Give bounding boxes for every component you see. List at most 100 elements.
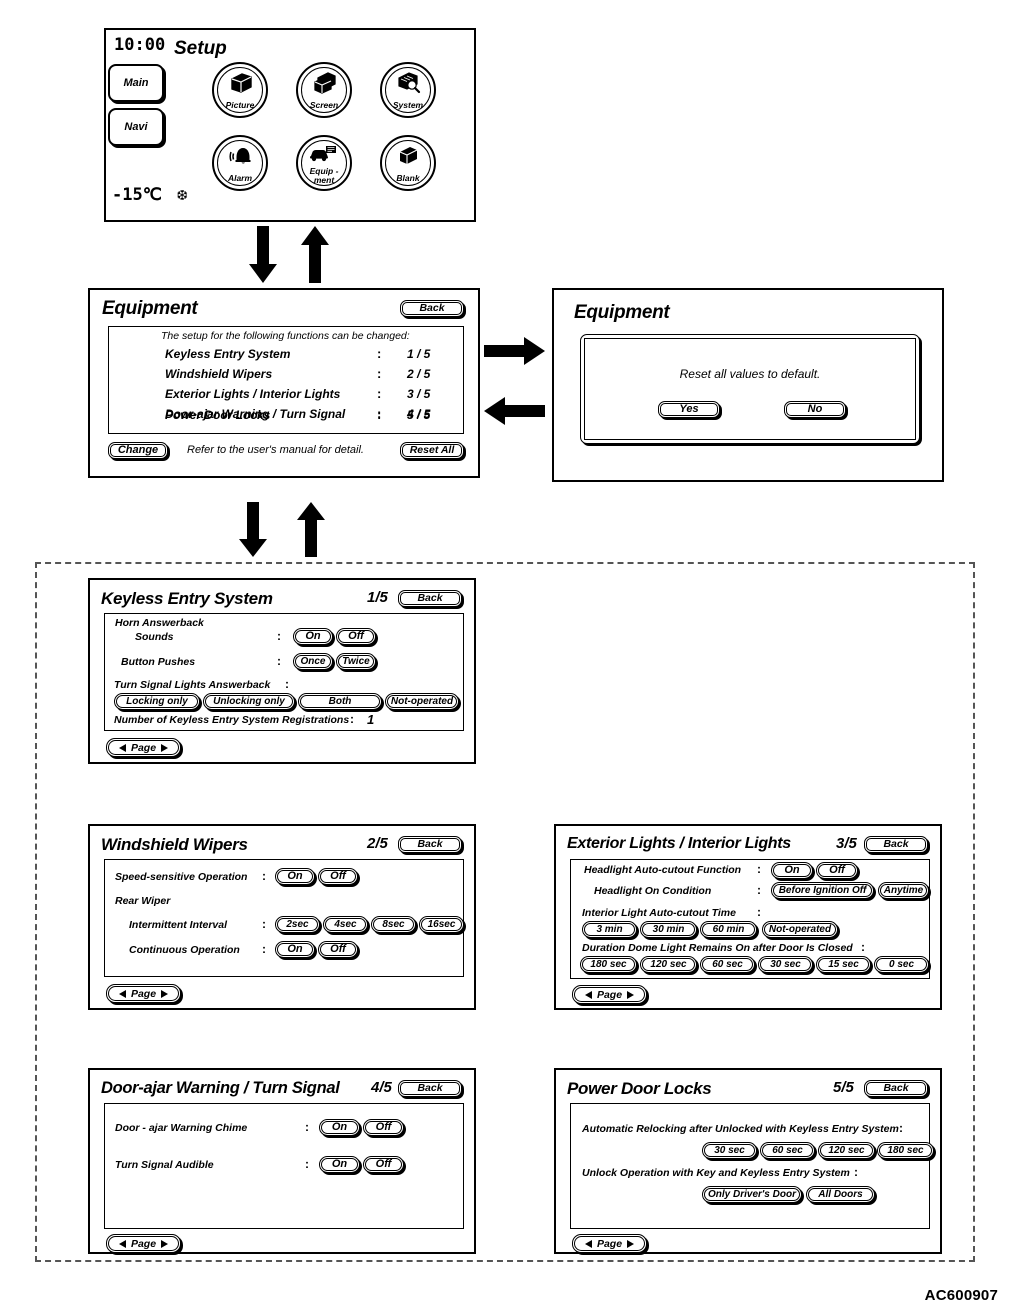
page-next-icon[interactable] bbox=[627, 990, 635, 999]
button-pushes-option-once[interactable]: Once bbox=[293, 653, 333, 670]
menu-item-equipment[interactable]: Equip - ment bbox=[296, 135, 352, 191]
relock-option-30sec[interactable]: 30 sec bbox=[702, 1142, 757, 1159]
menu-item-screen[interactable]: Screen bbox=[296, 62, 352, 118]
speed-sensitive-option-on[interactable]: On bbox=[275, 868, 315, 885]
interior-option-60min-label: 60 min bbox=[712, 923, 745, 935]
turn-signal-option-unlocking-only[interactable]: Unlocking only bbox=[203, 693, 295, 710]
keyless-content-box: Horn Answerback Sounds : On Off Button P… bbox=[104, 613, 464, 731]
interior-option-not-operated[interactable]: Not-operated bbox=[762, 921, 838, 938]
keyless-page-button[interactable]: Page bbox=[106, 738, 181, 757]
reset-yes-button[interactable]: Yes bbox=[658, 401, 720, 418]
relock-option-120sec[interactable]: 120 sec bbox=[818, 1142, 875, 1159]
headlight-option-off[interactable]: Off bbox=[816, 862, 858, 879]
turn-audible-option-off[interactable]: Off bbox=[363, 1156, 404, 1173]
wipers-page-button[interactable]: Page bbox=[106, 984, 181, 1003]
page-prev-icon[interactable] bbox=[118, 1239, 126, 1248]
button-pushes-option-twice[interactable]: Twice bbox=[336, 653, 376, 670]
menu-item-picture[interactable]: Picture bbox=[212, 62, 268, 118]
page-next-icon[interactable] bbox=[161, 1239, 169, 1248]
relock-option-180sec[interactable]: 180 sec bbox=[877, 1142, 934, 1159]
condition-option-before-ignition-off[interactable]: Before Ignition Off bbox=[771, 882, 874, 899]
menu-item-system[interactable]: System bbox=[380, 62, 436, 118]
interval-option-8sec[interactable]: 8sec bbox=[371, 916, 416, 933]
chime-option-off[interactable]: Off bbox=[363, 1119, 404, 1136]
doorlocks-page-button[interactable]: Page bbox=[572, 1234, 647, 1253]
interior-autocutout-sep: : bbox=[757, 905, 761, 919]
page-prev-icon[interactable] bbox=[118, 743, 126, 752]
reset-no-button[interactable]: No bbox=[784, 401, 846, 418]
dome-option-30sec[interactable]: 30 sec bbox=[758, 956, 813, 973]
turn-signal-option-not-operated[interactable]: Not-operated bbox=[385, 693, 459, 710]
temperature-display: -15℃ ❆ bbox=[112, 185, 187, 205]
equipment-car-icon bbox=[309, 144, 339, 167]
dome-option-60sec-label: 60 sec bbox=[712, 958, 743, 970]
sounds-label: Sounds bbox=[135, 631, 174, 643]
unlock-option-all-doors[interactable]: All Doors bbox=[806, 1186, 875, 1203]
table-row[interactable]: Windshield Wipers : 2 / 5 bbox=[109, 366, 463, 385]
sidebar-item-navi[interactable]: Navi bbox=[108, 108, 164, 146]
equipment-row-value: 2 / 5 bbox=[407, 367, 431, 381]
doorajar-back-button[interactable]: Back bbox=[398, 1080, 462, 1097]
button-pushes-label: Button Pushes bbox=[121, 656, 196, 668]
doorlocks-back-label: Back bbox=[883, 1082, 909, 1095]
dome-option-120sec[interactable]: 120 sec bbox=[640, 956, 697, 973]
turn-audible-option-on[interactable]: On bbox=[319, 1156, 360, 1173]
page-prev-icon[interactable] bbox=[118, 989, 126, 998]
continuous-option-off[interactable]: Off bbox=[318, 941, 358, 958]
doorlocks-page-label: Page bbox=[596, 1237, 623, 1250]
turn-signal-option-locking-only[interactable]: Locking only bbox=[114, 693, 200, 710]
relock-option-60sec[interactable]: 60 sec bbox=[760, 1142, 815, 1159]
chime-option-on[interactable]: On bbox=[319, 1119, 360, 1136]
turn-audible-option-on-label: On bbox=[331, 1158, 348, 1170]
doorlocks-back-button[interactable]: Back bbox=[864, 1080, 928, 1097]
unlock-option-all-doors-label: All Doors bbox=[818, 1188, 863, 1200]
doorajar-page-button[interactable]: Page bbox=[106, 1234, 181, 1253]
page-prev-icon[interactable] bbox=[584, 990, 592, 999]
speed-sensitive-option-off[interactable]: Off bbox=[318, 868, 358, 885]
page-next-icon[interactable] bbox=[161, 743, 169, 752]
arrow-equipment-to-setup bbox=[300, 226, 330, 289]
page-next-icon[interactable] bbox=[627, 1239, 635, 1248]
table-row[interactable]: Exterior Lights / Interior Lights : 3 / … bbox=[109, 386, 463, 405]
table-row[interactable]: Keyless Entry System : 1 / 5 bbox=[109, 346, 463, 365]
speed-sensitive-label: Speed-sensitive Operation bbox=[115, 871, 248, 883]
table-row[interactable]: Door-ajar Warning / Turn Signal : 4 / 5 bbox=[109, 406, 463, 425]
reset-all-button[interactable]: Reset All bbox=[400, 442, 464, 459]
equipment-row-sep: : bbox=[377, 346, 382, 361]
menu-item-alarm[interactable]: Alarm bbox=[212, 135, 268, 191]
interior-option-3min[interactable]: 3 min bbox=[582, 921, 637, 938]
interior-option-30min[interactable]: 30 min bbox=[640, 921, 697, 938]
sounds-option-on[interactable]: On bbox=[293, 628, 333, 645]
headlight-option-on[interactable]: On bbox=[771, 862, 813, 879]
doorajar-page-label: Page bbox=[130, 1237, 157, 1250]
dome-option-0sec[interactable]: 0 sec bbox=[874, 956, 929, 973]
equipment-back-button[interactable]: Back bbox=[400, 300, 464, 317]
sounds-option-off[interactable]: Off bbox=[336, 628, 376, 645]
equipment-row-value: 1 / 5 bbox=[407, 347, 431, 361]
page-next-icon[interactable] bbox=[161, 989, 169, 998]
lights-page-button[interactable]: Page bbox=[572, 985, 647, 1004]
turn-signal-option-both[interactable]: Both bbox=[298, 693, 382, 710]
interior-option-60min[interactable]: 60 min bbox=[700, 921, 757, 938]
dome-option-15sec[interactable]: 15 sec bbox=[816, 956, 871, 973]
lights-content-box: Headlight Auto-cutout Function : On Off … bbox=[570, 859, 930, 979]
condition-option-anytime[interactable]: Anytime bbox=[878, 882, 929, 899]
wipers-back-button[interactable]: Back bbox=[398, 836, 462, 853]
interval-option-16sec[interactable]: 16sec bbox=[419, 916, 464, 933]
interval-option-2sec[interactable]: 2sec bbox=[275, 916, 320, 933]
dome-option-180sec[interactable]: 180 sec bbox=[580, 956, 637, 973]
keyless-back-button[interactable]: Back bbox=[398, 590, 462, 607]
lights-back-button[interactable]: Back bbox=[864, 836, 928, 853]
table-row[interactable]: Power Door Locks : 5 / 5 bbox=[109, 407, 463, 445]
snowflake-icon: ❆ bbox=[177, 185, 188, 205]
sidebar-item-main[interactable]: Main bbox=[108, 64, 164, 102]
continuous-option-on[interactable]: On bbox=[275, 941, 315, 958]
wipers-page-label: Page bbox=[130, 987, 157, 1000]
menu-item-blank[interactable]: Blank bbox=[380, 135, 436, 191]
dome-option-60sec[interactable]: 60 sec bbox=[700, 956, 755, 973]
interval-option-4sec[interactable]: 4sec bbox=[323, 916, 368, 933]
page-prev-icon[interactable] bbox=[584, 1239, 592, 1248]
change-button[interactable]: Change bbox=[108, 442, 168, 459]
unlock-option-only-drivers-door[interactable]: Only Driver's Door bbox=[702, 1186, 802, 1203]
blank-icon bbox=[396, 145, 420, 172]
